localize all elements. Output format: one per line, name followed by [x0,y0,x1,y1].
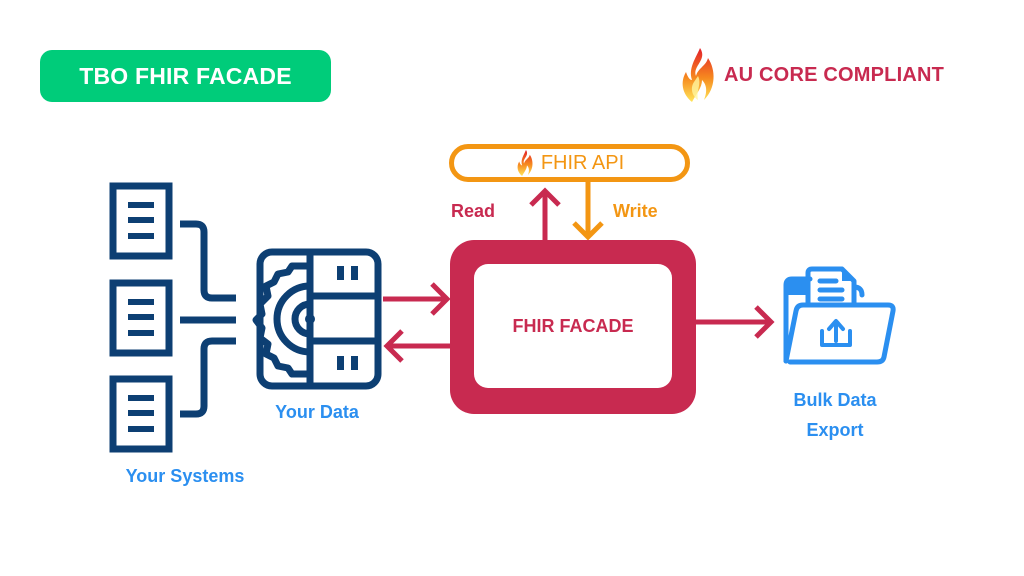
bulk-export-label: Bulk Data Export [770,385,900,445]
system-document-icon [109,279,173,357]
fhir-facade-inner: FHIR FACADE [474,264,672,388]
write-label: Write [613,201,658,221]
fhir-api-node: FHIR API [449,144,690,182]
read-label: Read [451,201,496,221]
title-badge: TBO FHIR FACADE [40,50,331,102]
bulk-export-line2: Export [806,420,864,440]
au-core-compliance: AU CORE COMPLIANT [678,46,944,104]
system-document-icon [109,182,173,260]
fhir-api-label: FHIR API [540,151,625,174]
your-systems-label: Your Systems [125,466,245,486]
bulk-export-line1: Bulk Data [793,390,877,410]
your-data-label: Your Data [275,402,359,422]
system-document-icon [109,375,173,453]
compliance-label: AU CORE COMPLIANT [724,63,945,86]
fhir-facade-node: FHIR FACADE [450,240,696,414]
fhir-flame-icon [682,48,714,102]
fhir-flame-icon [517,149,533,177]
folder-upload-icon [783,266,896,365]
fhir-facade-label: FHIR FACADE [512,315,634,336]
database-gear-icon [252,248,382,390]
